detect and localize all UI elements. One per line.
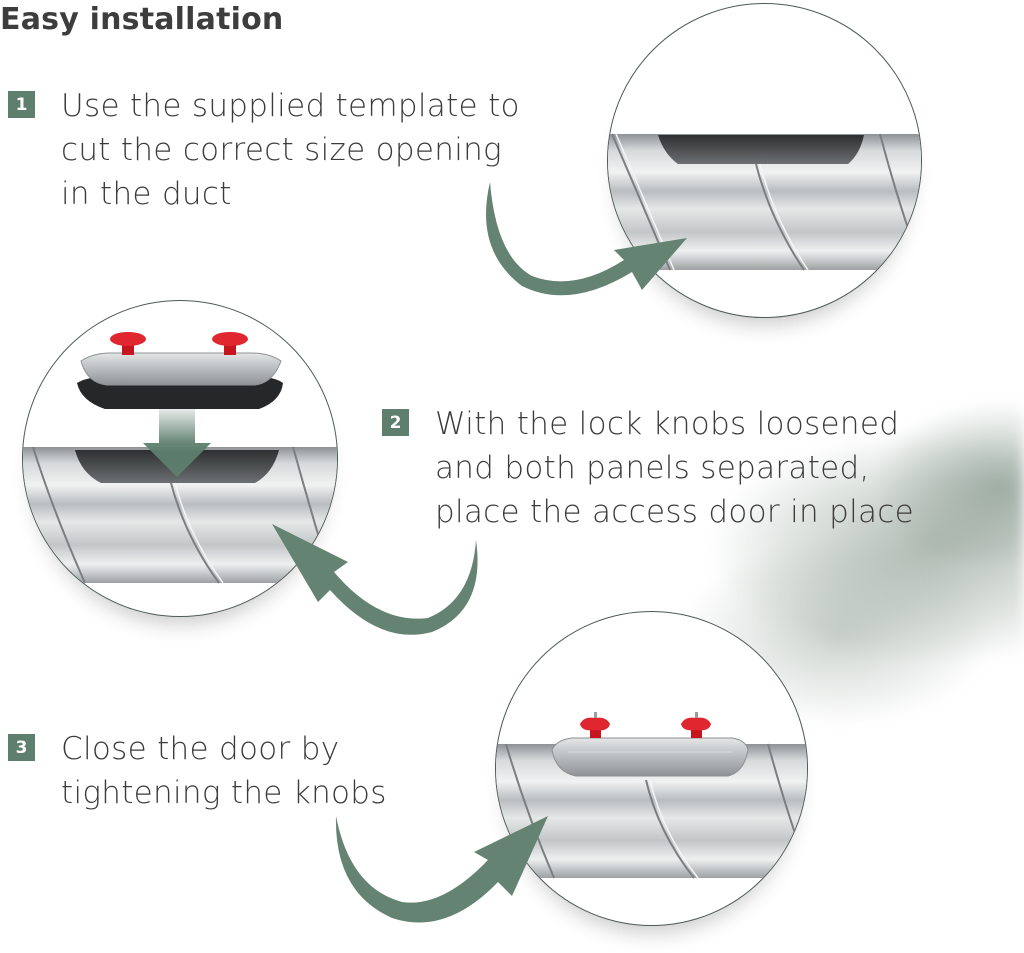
step-instruction: With the lock knobs loosened and both pa… (435, 406, 915, 530)
access-door-above-duct-illustration (23, 332, 337, 584)
step-number-badge: 1 (8, 91, 35, 118)
step-number-badge: 3 (8, 734, 35, 761)
step-instruction: Close the door by tightening the knobs (61, 731, 387, 811)
step-number-badge: 2 (382, 409, 409, 436)
red-knob-icon (110, 332, 146, 355)
step-1-image (607, 3, 922, 318)
red-knob-icon (580, 712, 610, 738)
step-2-image (22, 300, 338, 617)
curved-arrow-icon (335, 816, 548, 923)
step-3: 3 Close the door by tightening the knobs (8, 727, 387, 815)
page-title: Easy installation (0, 2, 284, 37)
red-knob-icon (681, 712, 711, 738)
curved-arrow-icon (272, 524, 478, 635)
curved-arrow-icon (486, 182, 687, 296)
step-2: 2 With the lock knobs loosened and both … (382, 402, 914, 534)
step-3-image (495, 611, 808, 926)
installed-access-door-illustration (496, 712, 807, 879)
step-1: 1 Use the supplied template to cut the c… (8, 84, 520, 216)
red-knob-icon (212, 332, 248, 355)
step-instruction: Use the supplied template to cut the cor… (61, 88, 520, 212)
down-arrow-icon (143, 409, 211, 477)
